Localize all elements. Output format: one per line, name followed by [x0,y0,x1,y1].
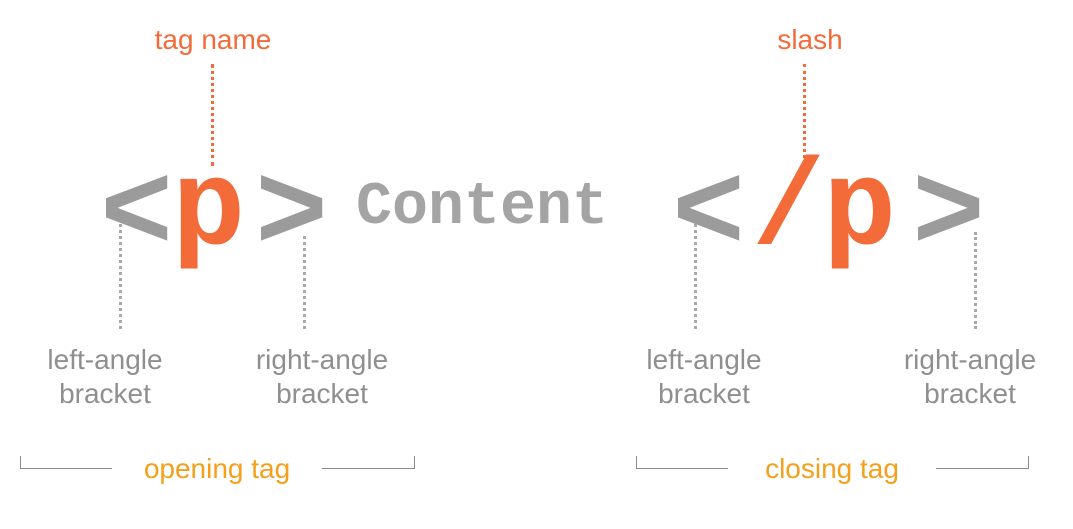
opening-tag-bracket-left-line [20,468,112,469]
opening-left-bracket-dotted-line [119,224,122,329]
opening-right-angle-bracket: > [255,146,329,285]
closing-tag-bracket-left-end [636,456,727,468]
callout-line-1: left-angle [646,344,762,375]
opening-tag-label: opening tag [143,453,291,484]
opening-right-bracket-callout: right-angle bracket [212,343,432,411]
opening-tag-name: p [172,141,246,280]
closing-left-bracket-dotted-line [694,224,697,329]
element-content: Content [356,174,609,242]
slash-callout: slash [777,24,843,55]
closing-right-bracket-callout: right-angle bracket [860,343,1073,411]
closing-tag-bracket-right-end [936,456,1029,468]
opening-tag-bracket-right-end [322,456,415,468]
tag-name-dotted-line [211,64,214,166]
callout-line-2: bracket [924,378,1016,410]
callout-line-2: bracket [276,378,368,410]
opening-left-bracket-callout: left-angle bracket [0,343,215,411]
callout-line-2: bracket [658,378,750,410]
closing-right-bracket-dotted-line [974,232,977,329]
closing-right-angle-bracket: > [912,146,986,285]
opening-tag-bracket-right-line [322,468,415,469]
closing-left-angle-bracket: < [672,146,746,285]
tag-name-callout: tag name [154,24,272,55]
callout-line-1: left-angle [47,344,163,375]
opening-left-angle-bracket: < [100,146,174,285]
closing-slash: / [752,141,826,280]
slash-dotted-line [803,64,806,164]
opening-right-bracket-dotted-line [303,236,306,329]
closing-tag-bracket-left-line [636,468,728,469]
closing-tag-label: closing tag [765,453,899,484]
closing-tag-name: p [823,141,897,280]
callout-line-1: right-angle [903,344,1037,375]
callout-line-1: right-angle [255,344,389,375]
closing-left-bracket-callout: left-angle bracket [594,343,814,411]
closing-tag-bracket-right-line [936,468,1029,469]
callout-line-2: bracket [59,378,151,410]
opening-tag-bracket-left-end [20,456,111,468]
